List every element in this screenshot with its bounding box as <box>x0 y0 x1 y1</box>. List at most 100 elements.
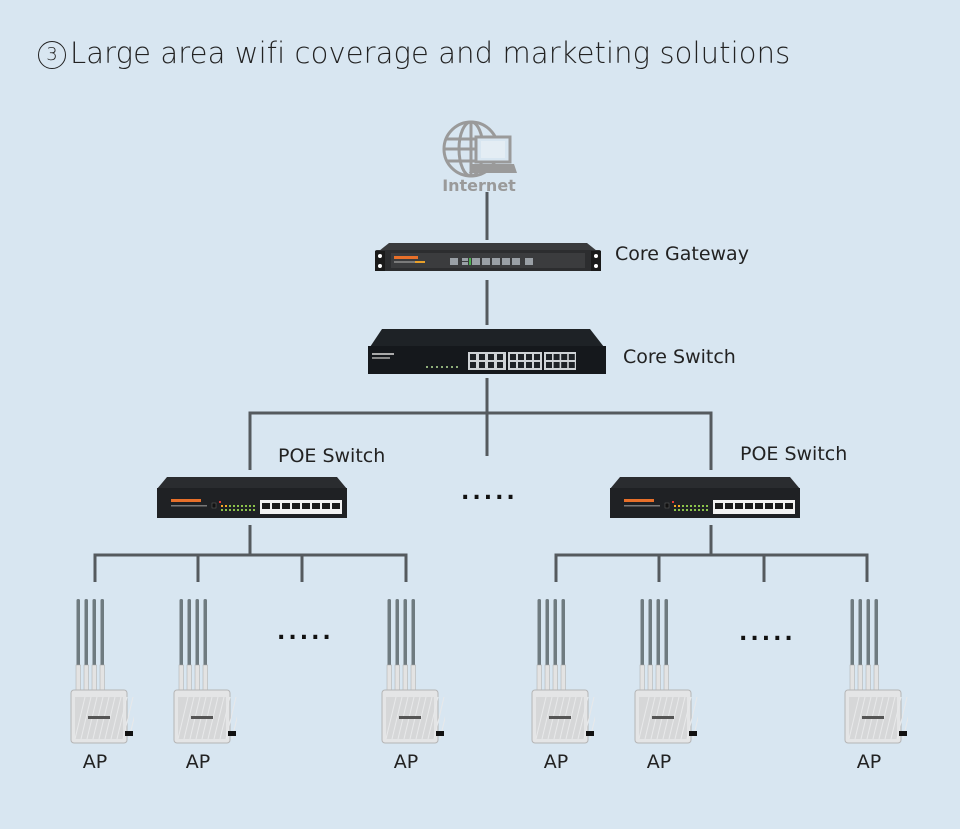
poe-switch-label-1: POE Switch <box>278 445 386 467</box>
antenna <box>850 599 854 673</box>
poe-port <box>725 503 733 509</box>
switch-port <box>470 354 476 360</box>
poe-port <box>262 503 270 509</box>
switch-port <box>497 362 503 368</box>
antenna <box>545 599 549 673</box>
antenna <box>561 599 565 673</box>
switch-port <box>497 354 503 360</box>
switch-port <box>518 362 524 368</box>
poe-port <box>332 503 340 509</box>
antenna <box>648 599 652 673</box>
antenna <box>403 599 407 673</box>
line-poe-bus <box>248 411 713 470</box>
poe-switch-icon <box>157 477 347 518</box>
core-gateway-label: Core Gateway <box>615 243 749 265</box>
switch-port <box>534 354 540 360</box>
antenna <box>664 599 668 673</box>
poe-switch-icon <box>610 477 800 518</box>
ap-device-6 <box>842 597 914 751</box>
antenna <box>866 599 870 673</box>
globe-laptop-icon: Internet <box>442 120 517 195</box>
poe-port <box>322 503 330 509</box>
ap-label-5: AP <box>646 751 672 773</box>
antenna <box>100 599 104 673</box>
antenna <box>84 599 88 673</box>
antenna <box>387 599 391 673</box>
switch-port <box>568 354 575 360</box>
switch-port <box>518 354 524 360</box>
outdoor-ap-icon <box>70 599 140 744</box>
antenna <box>195 599 199 673</box>
poe-port <box>765 503 773 509</box>
antenna <box>411 599 415 673</box>
core-switch-device <box>368 329 606 379</box>
switch-port <box>568 362 575 368</box>
more-poe-switches-ellipsis: ..... <box>461 480 518 505</box>
ap-label-2: AP <box>185 751 211 773</box>
core-switch-label: Core Switch <box>623 346 736 368</box>
step-number: 3 <box>38 41 66 69</box>
poe-port <box>775 503 783 509</box>
poe-port <box>785 503 793 509</box>
ap-label-4: AP <box>543 751 569 773</box>
ap-label-1: AP <box>82 751 108 773</box>
antenna <box>640 599 644 673</box>
antenna <box>874 599 878 673</box>
internet-label: Internet <box>442 176 516 195</box>
switch-port <box>534 362 540 368</box>
antenna <box>656 599 660 673</box>
ap-device-5 <box>632 597 704 751</box>
internet-node: Internet <box>438 117 522 199</box>
outdoor-ap-icon <box>634 599 704 744</box>
more-aps-ellipsis-right: ..... <box>739 621 796 646</box>
switch-port <box>470 362 476 368</box>
switch-port <box>510 354 516 360</box>
title-text: Large area wifi coverage and marketing s… <box>70 36 791 70</box>
outdoor-ap-icon <box>531 599 601 744</box>
antenna <box>76 599 80 673</box>
router-icon <box>375 243 601 271</box>
switch-port <box>561 354 568 360</box>
outdoor-ap-icon <box>173 599 243 744</box>
core-gateway-device <box>375 241 601 277</box>
line-ap-bus-left <box>93 553 408 582</box>
antenna <box>187 599 191 673</box>
antenna <box>858 599 862 673</box>
switch-port <box>488 362 494 368</box>
ap-device-4 <box>529 597 601 751</box>
ap-device-2 <box>171 597 243 751</box>
line-ap-bus-right <box>554 553 869 582</box>
outdoor-ap-icon <box>844 599 914 744</box>
poe-port <box>312 503 320 509</box>
poe-port <box>755 503 763 509</box>
poe-port <box>745 503 753 509</box>
ap-label-3: AP <box>393 751 419 773</box>
poe-port <box>282 503 290 509</box>
switch-port <box>479 354 485 360</box>
switch-port <box>553 362 560 368</box>
more-aps-ellipsis-left: ..... <box>277 620 334 645</box>
poe-port <box>735 503 743 509</box>
switch-port <box>561 362 568 368</box>
switch-port <box>546 362 552 368</box>
antenna <box>395 599 399 673</box>
poe-port <box>272 503 280 509</box>
poe-port <box>715 503 723 509</box>
ap-device-1 <box>68 597 140 751</box>
switch-icon <box>368 329 606 374</box>
poe-switch-device-1 <box>157 477 347 523</box>
poe-port <box>302 503 310 509</box>
antenna <box>537 599 541 673</box>
poe-switch-device-2 <box>610 477 800 523</box>
switch-port <box>479 362 485 368</box>
switch-port <box>553 354 560 360</box>
poe-switch-label-2: POE Switch <box>740 443 848 465</box>
ap-label-6: AP <box>856 751 882 773</box>
switch-port <box>510 362 516 368</box>
ap-device-3 <box>379 597 451 751</box>
switch-port <box>526 362 532 368</box>
switch-port <box>488 354 494 360</box>
poe-port <box>292 503 300 509</box>
